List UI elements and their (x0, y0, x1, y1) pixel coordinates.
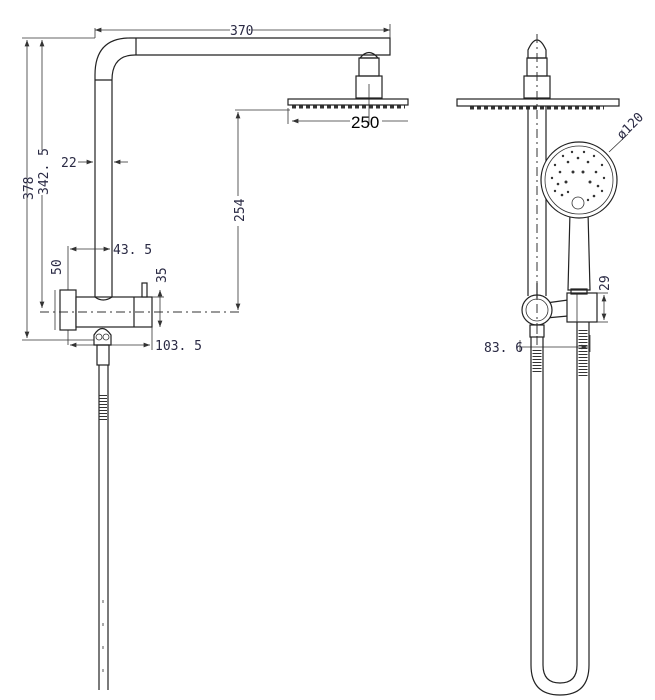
shower-arm (94, 37, 391, 298)
shower-head-side (287, 98, 409, 109)
hose-front (529, 322, 590, 696)
dim-378-label: 378 (22, 177, 37, 200)
dim-29-label: 29 (598, 275, 613, 291)
dim-103-5-label: 103. 5 (155, 339, 202, 354)
dim-50-label: 50 (50, 259, 65, 275)
mixer-body (59, 282, 153, 331)
hose-side (93, 327, 112, 690)
side-view: 370 250 378 342. 5 22 254 43. 5 (22, 24, 409, 690)
dim-342-5-label: 342. 5 (37, 148, 52, 195)
dim-83-6-label: 83. 6 (484, 341, 523, 356)
dim-120-label: ø120 (614, 110, 647, 143)
dim-254-label: 254 (233, 198, 248, 222)
dim-370-label: 370 (230, 24, 253, 39)
dim-43-5-label: 43. 5 (113, 243, 152, 258)
dim-22-label: 22 (61, 156, 77, 171)
wall-bracket (521, 283, 598, 345)
front-view: ø120 29 83. 6 (456, 34, 647, 696)
dim-250-label: 250 (351, 113, 379, 132)
hand-shower (540, 141, 618, 291)
dim-35-label: 35 (155, 267, 170, 283)
